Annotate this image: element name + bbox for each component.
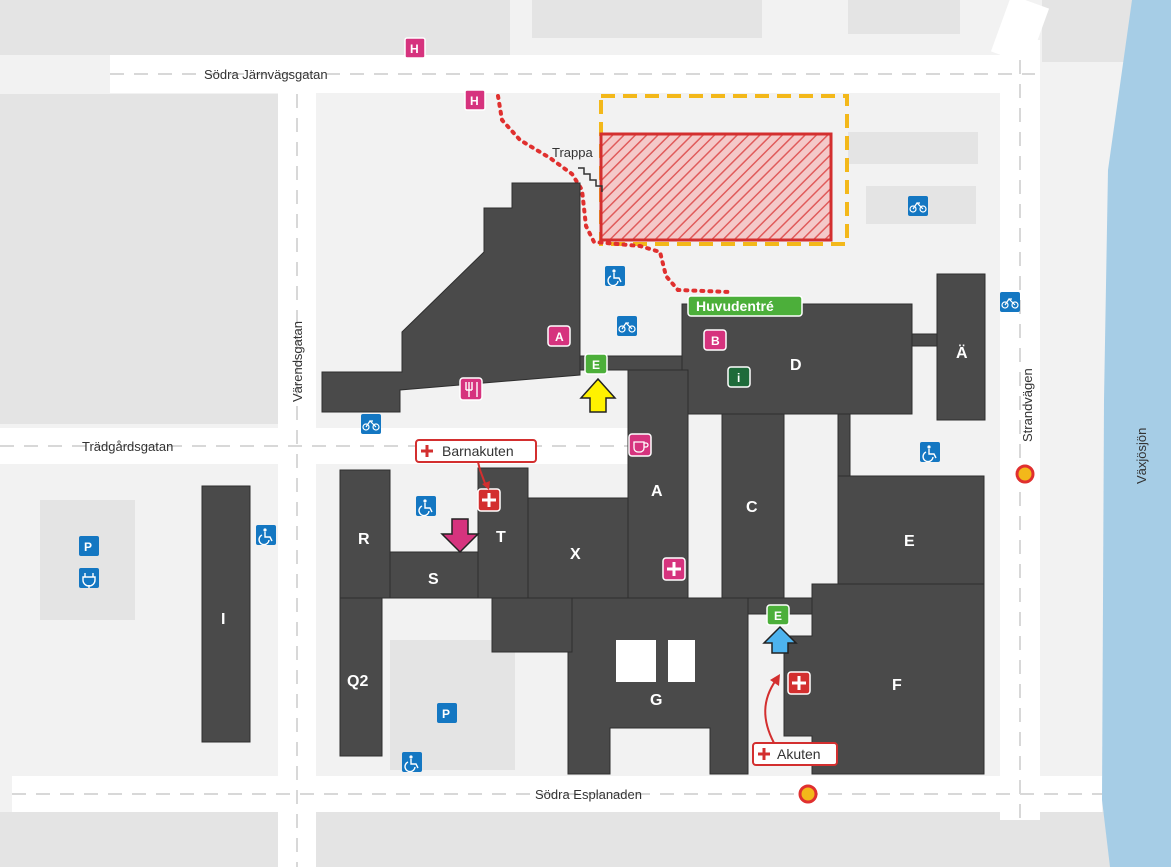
building-E[interactable] <box>837 475 985 585</box>
road-centerlines <box>0 60 1102 867</box>
label-D: D <box>790 357 802 374</box>
label-G: G <box>650 692 662 709</box>
disabled-parking-icon <box>402 752 422 773</box>
stairs-icon <box>578 167 603 192</box>
label-E: E <box>904 533 915 550</box>
construction-zone-hatch <box>599 132 833 242</box>
parking-icon: P <box>79 536 99 556</box>
disabled-parking-icon <box>605 266 625 287</box>
walking-route <box>496 94 732 294</box>
pharmacy-icon <box>662 557 686 581</box>
road-label-varendsgatan: Värendsgatan <box>290 321 305 402</box>
block-top-left <box>0 0 510 55</box>
building-D[interactable] <box>681 303 913 415</box>
svg-text:P: P <box>84 540 92 554</box>
svg-text:E: E <box>774 609 782 623</box>
building-A-badge: A <box>547 325 571 347</box>
svg-text:B: B <box>711 334 720 348</box>
svg-text:Huvudentré: Huvudentré <box>696 298 774 314</box>
label-AE: Ä <box>956 344 968 362</box>
label-T: T <box>496 529 506 546</box>
building-B-badge: B <box>703 329 727 351</box>
building-G[interactable] <box>567 597 749 775</box>
ev-charging-icon <box>79 568 99 588</box>
block-top-far-right <box>1042 0 1132 62</box>
building-labels: D Ä A C E F G X T R S Q2 I <box>221 344 968 709</box>
building-AE[interactable] <box>936 273 986 421</box>
info-icon: i <box>727 366 751 388</box>
bicycle-parking-icon <box>1000 292 1020 312</box>
building-I[interactable] <box>201 485 251 743</box>
cafe-icon <box>628 433 652 457</box>
block-top-right <box>848 0 960 34</box>
entrance-south-badge[interactable]: E <box>766 604 790 626</box>
lake-vaxjosjon <box>1102 0 1171 867</box>
block-bottom <box>0 812 1110 867</box>
road-label-tradgardsgatan: Trädgårdsgatan <box>82 439 173 454</box>
label-I: I <box>221 611 225 628</box>
svg-text:i: i <box>737 371 740 385</box>
first-aid-icon <box>477 488 501 512</box>
arrow-icon <box>579 377 617 413</box>
building-A-north[interactable] <box>321 182 581 413</box>
svg-text:P: P <box>442 707 450 721</box>
entrance-north-badge[interactable]: E <box>584 353 608 375</box>
disabled-parking-icon <box>256 525 276 546</box>
building-X[interactable] <box>527 497 629 599</box>
label-C: C <box>746 499 758 516</box>
label-Q2: Q2 <box>347 673 368 690</box>
road-label-strandvagen: Strandvägen <box>1020 368 1035 442</box>
block-right-light <box>848 132 978 164</box>
svg-text:H: H <box>410 42 419 56</box>
label-A-south: A <box>651 483 663 500</box>
bicycle-parking-icon <box>617 316 637 336</box>
helipad-icon: H <box>404 37 426 59</box>
disabled-parking-icon <box>920 442 940 463</box>
building-S[interactable] <box>387 551 479 599</box>
pediatric-er-callout[interactable]: Barnakuten <box>415 439 537 490</box>
helipad-icon: H <box>464 89 486 111</box>
bicycle-parking-icon <box>908 196 928 216</box>
lake-label: Växjösjön <box>1134 428 1149 484</box>
block-top-mid <box>532 0 762 38</box>
building-Q2[interactable] <box>339 597 383 757</box>
road-label-sodra-jarnvagsgatan: Södra Järnvägsgatan <box>204 67 328 82</box>
road-label-sodra-esplanaden: Södra Esplanaden <box>535 787 642 802</box>
block-parking-left <box>40 500 135 620</box>
svg-text:E: E <box>592 358 600 372</box>
svg-text:H: H <box>470 94 479 108</box>
first-aid-icon <box>787 671 811 695</box>
disabled-parking-icon <box>416 496 436 517</box>
label-F: F <box>892 677 902 694</box>
restaurant-icon <box>459 377 483 401</box>
building-R[interactable] <box>339 469 391 599</box>
svg-text:Akuten: Akuten <box>777 746 821 762</box>
building-C[interactable] <box>721 413 785 603</box>
main-entrance-label[interactable]: Huvudentré <box>687 295 803 317</box>
svg-text:Barnakuten: Barnakuten <box>442 443 514 459</box>
emergency-callout[interactable]: Akuten <box>752 674 838 766</box>
block-left-top <box>0 94 278 424</box>
label-X: X <box>570 546 581 563</box>
building-F[interactable] <box>783 583 985 775</box>
label-R: R <box>358 531 370 548</box>
parking-icon: P <box>437 703 457 723</box>
label-S: S <box>428 571 439 588</box>
bus-stop-icon <box>1015 464 1035 484</box>
arrow-icon <box>762 625 798 654</box>
arrow-icon <box>440 518 480 554</box>
bus-stop-icon <box>798 784 818 804</box>
stairs-label: Trappa <box>552 145 593 160</box>
svg-text:A: A <box>555 330 564 344</box>
bicycle-parking-icon <box>361 414 381 434</box>
